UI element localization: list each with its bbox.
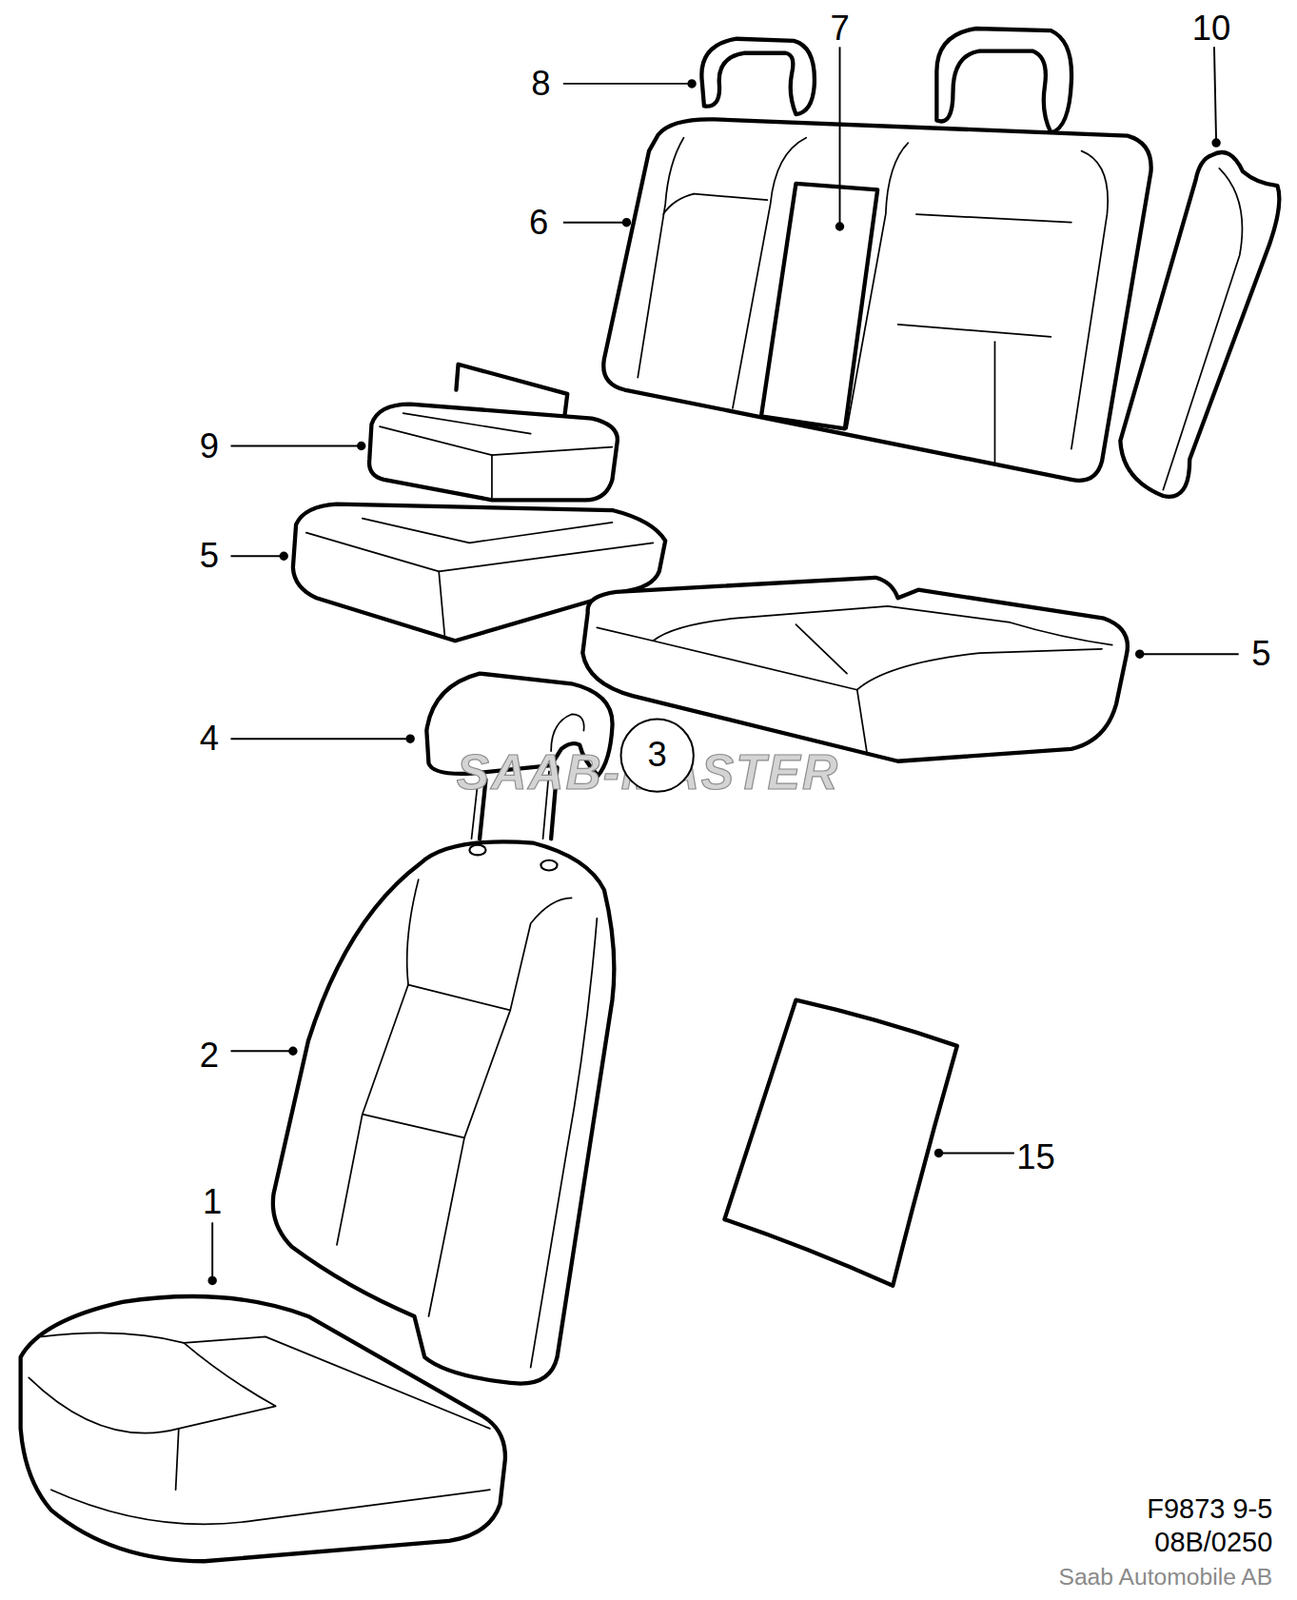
callout-circle: 3 — [619, 717, 695, 793]
callout-number: 7 — [829, 11, 849, 46]
leader-line — [230, 1049, 293, 1052]
leader-line — [935, 1149, 944, 1158]
seat-seam-line — [693, 194, 767, 200]
seat-seam-line — [51, 1489, 491, 1524]
seat-seam-line — [510, 897, 571, 1010]
seat-seam-line — [916, 214, 1072, 223]
seat-seam-line — [379, 426, 612, 455]
seat-part-outline — [1120, 152, 1279, 497]
leader-line — [1139, 652, 1239, 655]
headrest-socket — [540, 860, 557, 871]
seat-seam-line — [898, 324, 1052, 337]
seat-seam-line — [994, 341, 997, 465]
figure-code: 08B/0250 — [1154, 1528, 1273, 1556]
seat-part-outline — [936, 28, 1072, 133]
headrest-socket — [469, 845, 486, 856]
leader-line — [563, 221, 627, 224]
seat-seam-line — [530, 918, 598, 1368]
leader-line — [939, 1151, 1015, 1154]
seat-part-outline — [273, 841, 615, 1383]
leader-line — [230, 554, 284, 557]
callout-number: 5 — [1251, 636, 1271, 671]
leader-line — [1136, 649, 1144, 658]
leader-line — [563, 82, 692, 85]
seat-seam-line — [362, 1114, 465, 1139]
leader-line — [289, 1046, 297, 1055]
leader-line — [1214, 46, 1217, 143]
seat-seam-line — [491, 454, 493, 498]
seat-seam-line — [1071, 151, 1108, 450]
seat-seam-line — [408, 984, 511, 1317]
seat-seam-line — [438, 570, 445, 639]
callout-circle-outline — [620, 718, 693, 791]
leader-line — [357, 442, 366, 451]
callout-number: 8 — [530, 66, 551, 101]
leader-line — [230, 737, 411, 740]
seat-part-outline — [761, 183, 878, 429]
seat-part-outline — [701, 39, 815, 115]
seat-seam-line — [857, 689, 868, 756]
callout-number: 6 — [529, 205, 549, 240]
leader-line — [1212, 138, 1220, 147]
callout-number: 9 — [199, 428, 219, 463]
seat-seam-line — [40, 1332, 491, 1429]
callout-number: 3 — [647, 737, 667, 772]
callout-number: 1 — [202, 1184, 222, 1219]
seat-part-outline — [603, 118, 1151, 480]
seat-seam-line — [663, 194, 694, 215]
figure-code: F9873 9-5 — [1146, 1493, 1273, 1522]
callout-number: 10 — [1192, 11, 1232, 46]
callout-number: 2 — [199, 1038, 219, 1073]
seat-seam-line — [637, 137, 684, 378]
leader-line — [406, 734, 414, 743]
seat-seam-line — [1162, 168, 1242, 491]
seat-part-outline — [20, 1296, 506, 1561]
callout-number: 4 — [199, 721, 219, 756]
callout-number: 5 — [199, 538, 219, 573]
leader-line — [230, 445, 361, 448]
seat-seam-line — [176, 1342, 276, 1490]
leader-line — [279, 552, 288, 561]
seat-seam-line — [306, 532, 654, 572]
leader-line — [208, 1277, 217, 1285]
seat-seam-line — [336, 879, 419, 1245]
seat-seam-line — [795, 624, 847, 673]
leader-line — [836, 222, 845, 231]
leader-line — [211, 1221, 214, 1280]
seat-seam-line — [596, 606, 1112, 646]
seat-seam-line — [403, 412, 531, 433]
callout-number: 15 — [1016, 1139, 1056, 1175]
leader-lines — [208, 46, 1239, 1284]
copyright-note: Saab Automobile AB — [1058, 1564, 1273, 1589]
seat-part-outline — [369, 404, 618, 501]
leader-line — [839, 46, 842, 227]
seat-part-outline — [724, 1000, 957, 1286]
leader-line — [623, 218, 631, 227]
leader-line — [687, 79, 696, 88]
seat-seam-line — [362, 518, 613, 544]
seat-seam-line — [652, 640, 1102, 689]
seat-seam-line — [28, 1376, 179, 1433]
seat-seam-line — [550, 713, 585, 751]
